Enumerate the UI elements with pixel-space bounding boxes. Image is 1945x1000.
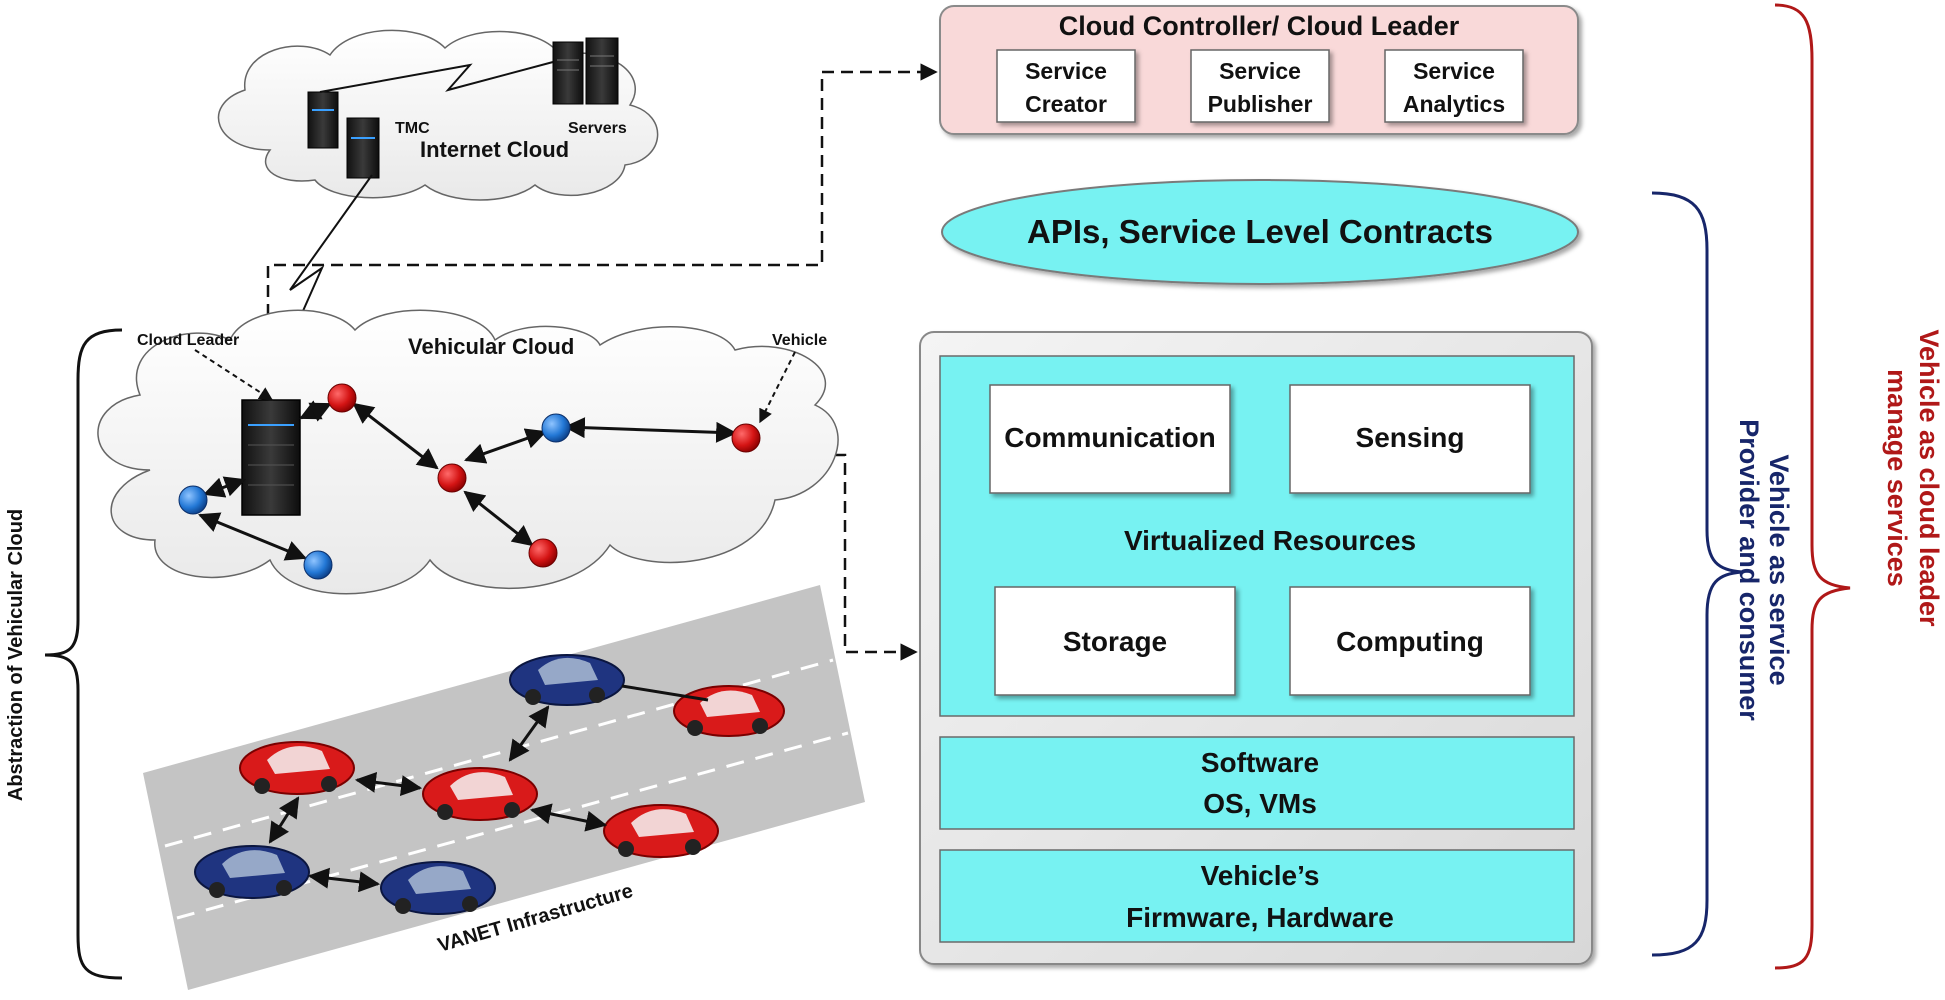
software-layer: Software OS, VMs xyxy=(939,736,1575,830)
wireless-link-servers xyxy=(319,61,554,93)
cloud-controller-title: Cloud Controller/ Cloud Leader xyxy=(1059,11,1460,41)
dashed-link-leader-to-controller xyxy=(266,63,938,392)
sensing-box: Sensing xyxy=(1289,384,1531,494)
servers-icon xyxy=(552,37,619,105)
service-publisher-line2: Publisher xyxy=(1208,91,1313,117)
internet-cloud: TMC Servers Internet Cloud xyxy=(217,29,659,201)
service-creator-line1: Service xyxy=(1025,58,1107,84)
left-brace: Abstraction of Vehicular Cloud xyxy=(5,328,123,980)
red-brace-line2: manage services xyxy=(1882,369,1912,587)
computing-label: Computing xyxy=(1336,626,1484,657)
service-creator: Service Creator xyxy=(996,49,1136,123)
software-line1: Software xyxy=(1201,747,1319,778)
service-analytics-line1: Service xyxy=(1413,58,1495,84)
computing-box: Computing xyxy=(1289,586,1531,696)
internet-cloud-shape xyxy=(217,29,659,201)
communication-box: Communication xyxy=(989,384,1231,494)
tmc-server-icon xyxy=(307,91,380,179)
servers-label: Servers xyxy=(568,120,627,137)
internet-cloud-label: Internet Cloud xyxy=(420,137,569,162)
link-blue-to-blue-bottom xyxy=(198,512,307,561)
service-analytics: Service Analytics xyxy=(1384,49,1524,123)
vehicular-cloud-label: Vehicular Cloud xyxy=(408,334,574,359)
car-icon xyxy=(603,804,719,858)
v2v-link xyxy=(307,867,381,893)
link-center-to-red-bottom xyxy=(463,490,534,547)
blue-brace-line2: Provider and consumer xyxy=(1734,419,1764,721)
blue-node xyxy=(178,485,208,515)
dashed-link-cloud-to-resources xyxy=(815,453,918,661)
hardware-layer: Vehicle’s Firmware, Hardware xyxy=(939,849,1575,943)
lane-marking-bottom xyxy=(176,731,849,920)
tmc-label: TMC xyxy=(395,120,430,137)
car-icon xyxy=(422,767,538,821)
v2v-link xyxy=(354,771,423,797)
link-red-to-center xyxy=(352,402,439,470)
link-leader-to-red-node xyxy=(299,400,332,422)
v2v-link xyxy=(621,684,709,702)
hardware-line1: Vehicle’s xyxy=(1201,860,1320,891)
v2v-link xyxy=(508,705,550,762)
car-icon xyxy=(239,741,355,795)
link-leader-to-node xyxy=(203,476,246,498)
vehicle-pointer xyxy=(759,351,796,424)
virtualized-resources-label: Virtualized Resources xyxy=(1124,525,1416,556)
car-icon xyxy=(380,861,496,915)
v2v-link xyxy=(268,796,300,844)
red-brace-line1: Vehicle as cloud leader xyxy=(1914,329,1944,627)
blue-node xyxy=(541,413,571,443)
car-icon xyxy=(509,654,625,706)
sensing-label: Sensing xyxy=(1356,422,1465,453)
api-label: APIs, Service Level Contracts xyxy=(1027,213,1493,250)
red-node xyxy=(327,383,357,413)
communication-label: Communication xyxy=(1004,422,1216,453)
red-brace: Vehicle as cloud leader manage services xyxy=(1774,3,1944,970)
service-analytics-line2: Analytics xyxy=(1403,91,1505,117)
cloud-leader-server-icon xyxy=(241,399,301,516)
cloud-controller: Cloud Controller/ Cloud Leader Service C… xyxy=(939,5,1579,135)
blue-brace: Vehicle as service Provider and consumer xyxy=(1651,191,1794,957)
car-icon xyxy=(194,845,310,899)
hardware-line2: Firmware, Hardware xyxy=(1126,902,1394,933)
vehicular-cloud: Cloud Leader Vehicular Cloud Vehicle xyxy=(97,309,839,595)
blue-node xyxy=(303,550,333,580)
vehicle-label: Vehicle xyxy=(772,332,827,349)
car-icon xyxy=(673,685,785,737)
storage-label: Storage xyxy=(1063,626,1167,657)
software-line2: OS, VMs xyxy=(1203,788,1317,819)
red-node xyxy=(731,423,761,453)
red-node xyxy=(437,463,467,493)
resource-stack: Communication Sensing Virtualized Resour… xyxy=(919,331,1593,965)
left-brace-label: Abstraction of Vehicular Cloud xyxy=(5,509,27,801)
api-ellipse: APIs, Service Level Contracts xyxy=(941,179,1579,285)
link-blue-to-vehicle xyxy=(563,417,738,443)
vanet-infrastructure: VANET Infrastructure xyxy=(143,585,865,990)
service-creator-line2: Creator xyxy=(1025,91,1107,117)
storage-box: Storage xyxy=(994,586,1236,696)
red-node xyxy=(528,538,558,568)
blue-brace-line1: Vehicle as service xyxy=(1764,454,1794,685)
cloud-leader-pointer xyxy=(194,349,274,401)
service-publisher: Service Publisher xyxy=(1190,49,1330,123)
v2v-link xyxy=(529,803,608,832)
link-center-to-blue xyxy=(464,428,547,464)
service-publisher-line1: Service xyxy=(1219,58,1301,84)
cloud-leader-label: Cloud Leader xyxy=(137,332,239,349)
